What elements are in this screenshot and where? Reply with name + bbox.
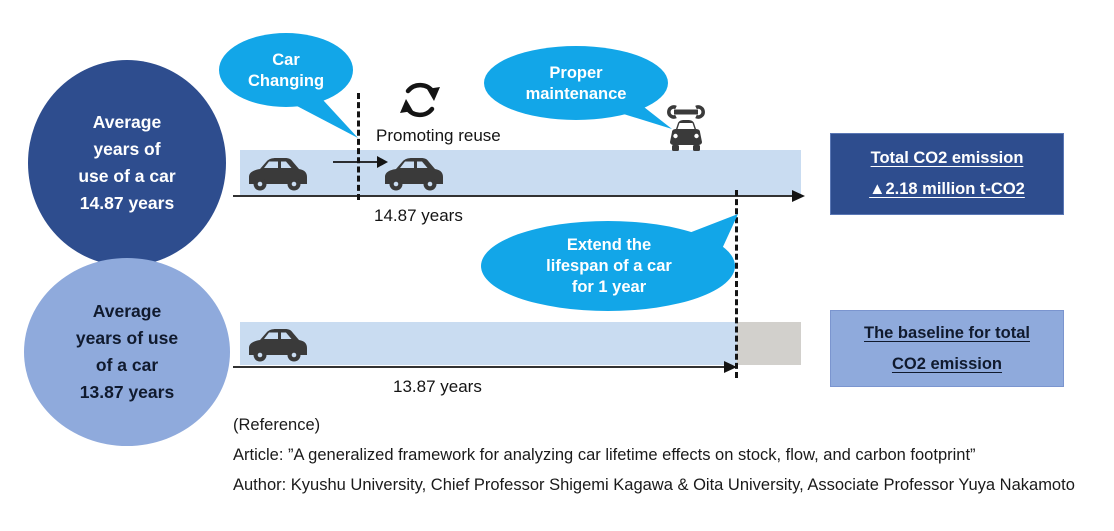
timeline-bar-bottom — [240, 322, 737, 365]
lifespan-end-dashed-line — [735, 190, 738, 378]
car-changing-dashed-line — [357, 93, 360, 200]
reference-block: (Reference) Article: ”A generalized fram… — [233, 410, 1113, 500]
total-co2-line2: ▲2.18 million t-CO2 — [869, 180, 1025, 198]
speech-bubble-shape — [219, 33, 358, 138]
timeline-axis-top — [233, 190, 805, 202]
car-side-icon — [385, 158, 443, 191]
circle-bottom-line: of a car — [95, 355, 159, 375]
baseline-line1: The baseline for total — [864, 323, 1030, 342]
car-maintenance-icon — [667, 105, 705, 151]
timeline-bar-top — [240, 150, 801, 195]
car-changing-bubble: Car Changing — [216, 32, 366, 144]
proper-maintenance-label: Proper maintenance — [525, 64, 627, 103]
reference-article: Article: ”A generalized framework for an… — [233, 446, 976, 464]
duration-label-top: 14.87 years — [374, 206, 463, 225]
promoting-reuse-label: Promoting reuse — [376, 126, 501, 145]
car-side-icon — [249, 158, 307, 191]
recycle-icon — [400, 82, 440, 118]
car-side-icon — [249, 329, 307, 362]
circle-bottom-line: Average — [92, 301, 162, 321]
extend-lifespan-bubble: Extend the lifespan of a car for 1 year — [480, 208, 742, 314]
reference-heading: (Reference) — [233, 416, 321, 434]
average-years-circle-top: Average years of use of a car 14.87 year… — [28, 60, 226, 266]
reference-author: Author: Kyushu University, Chief Profess… — [233, 476, 1075, 494]
average-years-circle-bottom: Average years of use of a car 13.87 year… — [24, 258, 230, 446]
circle-top-line: years of — [93, 139, 161, 159]
proper-maintenance-bubble: Proper maintenance — [483, 45, 678, 133]
car-changing-label: Car Changing — [247, 51, 325, 90]
baseline-line2: CO2 emission — [891, 354, 1003, 373]
circle-top-line: Average — [92, 112, 162, 132]
circle-bottom-line: years of use — [75, 328, 179, 348]
circle-top-line: 14.87 years — [79, 193, 175, 213]
reuse-transfer-arrow — [333, 156, 388, 168]
total-co2-emission-box: Total CO2 emission ▲2.18 million t-CO2 — [830, 133, 1064, 215]
speech-bubble-shape — [481, 214, 738, 311]
timeline-axis-bottom — [233, 361, 737, 373]
extend-lifespan-label: Extend the lifespan of a car for 1 year — [546, 236, 672, 296]
speech-bubble-shape — [484, 46, 672, 129]
baseline-co2-box: The baseline for total CO2 emission — [830, 310, 1064, 387]
extended-year-segment — [737, 322, 801, 365]
circle-bottom-line: 13.87 years — [79, 382, 175, 402]
duration-label-bottom: 13.87 years — [393, 377, 482, 396]
total-co2-line1: Total CO2 emission — [870, 149, 1024, 167]
circle-top-line: use of a car — [78, 166, 176, 186]
